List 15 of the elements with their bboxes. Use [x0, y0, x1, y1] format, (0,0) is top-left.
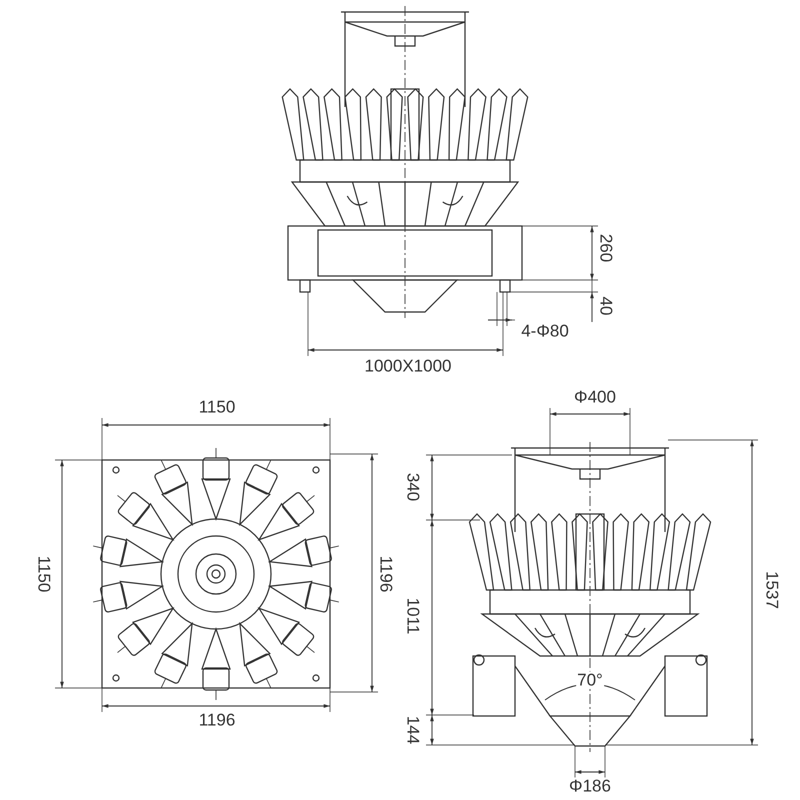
- dimension-label: 144: [404, 714, 422, 746]
- dimension-label: 1150: [198, 398, 236, 416]
- dimension-label: 1011: [404, 596, 422, 636]
- dimension-label: 1537: [764, 570, 780, 610]
- dimension-label: 40: [598, 296, 614, 316]
- dimension-label: 1196: [378, 554, 394, 594]
- angle-label: 70°: [576, 672, 604, 688]
- dimension-label: 4-Φ80: [520, 322, 570, 340]
- dimension-label: 1000X1000: [364, 358, 452, 374]
- dimension-label: 260: [598, 232, 614, 264]
- dimension-label: 1150: [36, 554, 52, 594]
- dimension-label: Φ400: [573, 388, 617, 406]
- dimension-label: 340: [404, 472, 422, 502]
- dimension-label: 1196: [198, 712, 236, 728]
- dimension-label: Φ186: [568, 778, 612, 794]
